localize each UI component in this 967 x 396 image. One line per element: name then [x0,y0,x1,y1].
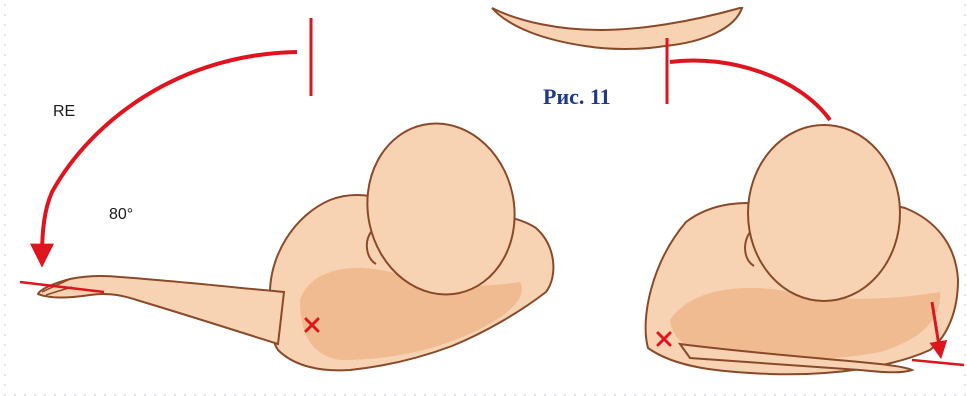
figure-left-top-view [38,110,553,371]
hand-reference-line [912,360,964,365]
rotation-arc-right [670,60,830,120]
rotation-label: RE [53,103,75,121]
rotation-indicator-left [20,18,311,292]
torso-top-partial [492,8,742,49]
figure-caption: Рис. 11 [543,84,611,110]
rotation-arc [42,52,297,258]
arm-left-extended [38,276,284,344]
angle-label: 80° [109,206,133,224]
head-right [748,125,900,301]
